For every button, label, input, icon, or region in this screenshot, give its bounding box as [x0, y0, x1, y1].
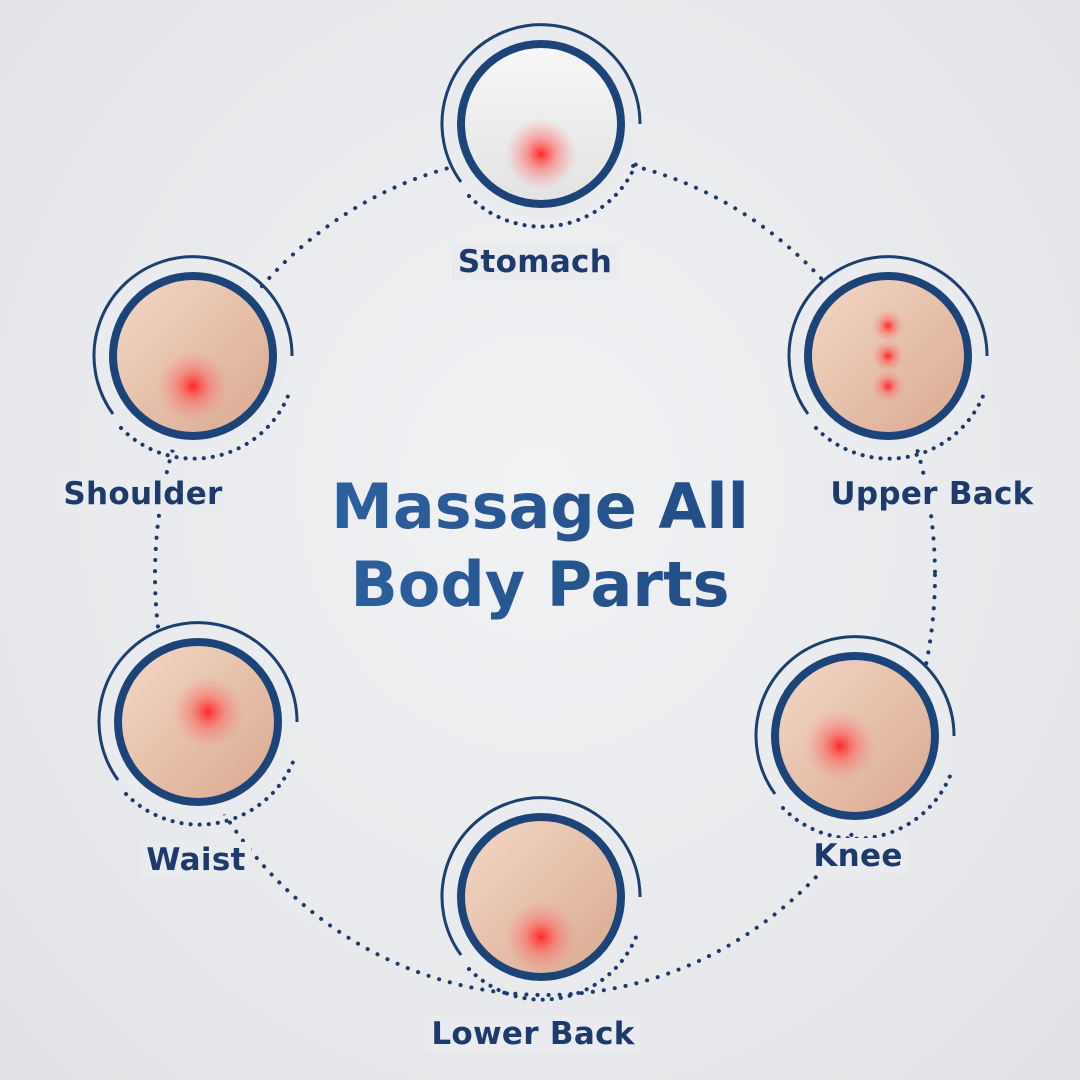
outer-arc	[92, 255, 294, 415]
dotted-arc	[124, 760, 295, 827]
dotted-arc	[781, 774, 952, 841]
outer-arc	[97, 621, 299, 781]
pain-spot-icon	[872, 310, 904, 342]
body-part-stomach	[440, 23, 642, 229]
pain-spot-icon	[804, 710, 876, 782]
label-stomach: Stomach	[451, 244, 619, 280]
label-upper-back: Upper Back	[824, 476, 1040, 512]
body-part-waist	[97, 621, 299, 827]
pain-spot-icon	[505, 118, 577, 190]
outer-arc	[754, 635, 956, 795]
outer-arc	[787, 255, 989, 415]
title-line-1: Massage All	[0, 468, 1080, 546]
label-waist: Waist	[140, 842, 252, 878]
dotted-arc	[467, 162, 638, 229]
dotted-arc	[119, 394, 290, 461]
outer-arc	[440, 796, 642, 956]
pain-spot-icon	[872, 340, 904, 372]
body-part-shoulder	[92, 255, 294, 461]
outer-arc	[440, 23, 642, 183]
pain-spot-icon	[172, 676, 244, 748]
page-title: Massage All Body Parts	[0, 468, 1080, 624]
body-part-knee	[754, 635, 956, 841]
dotted-arc	[467, 935, 638, 1002]
label-knee: Knee	[807, 838, 909, 874]
body-part-lower-back	[440, 796, 642, 1002]
dotted-arc	[814, 394, 985, 461]
label-shoulder: Shoulder	[57, 476, 229, 512]
pain-spot-icon	[157, 350, 229, 422]
title-line-2: Body Parts	[0, 546, 1080, 624]
pain-spot-icon	[505, 901, 577, 973]
label-lower-back: Lower Back	[425, 1016, 641, 1052]
pain-spot-icon	[872, 370, 904, 402]
photo-lower-back	[457, 813, 625, 981]
body-part-upper-back	[787, 255, 989, 461]
